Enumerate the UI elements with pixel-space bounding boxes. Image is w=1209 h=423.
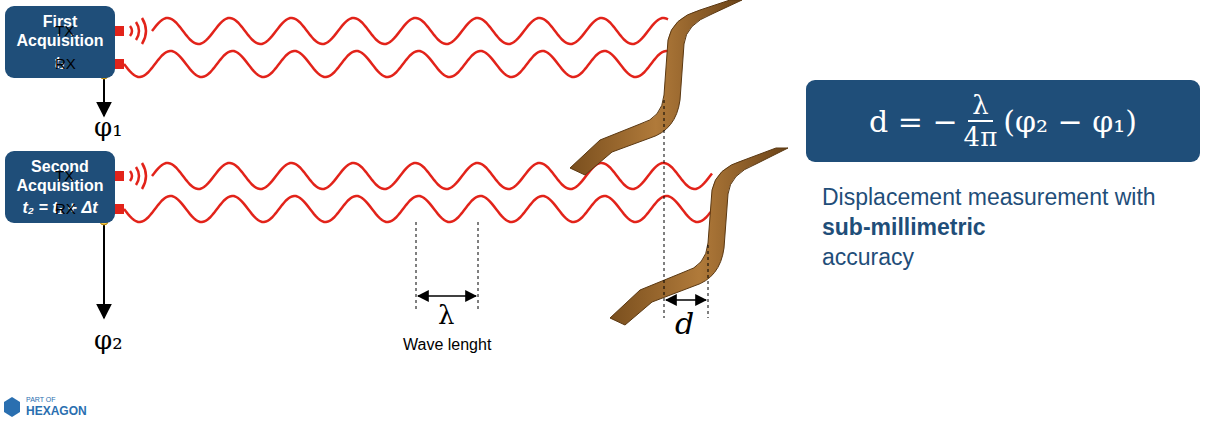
formula-box: d = −λ4π(φ₂ − φ₁) — [806, 80, 1200, 162]
denominator: 4π — [964, 122, 998, 152]
logo-text: PART OF — [26, 396, 56, 403]
formula-lhs: d = − — [869, 104, 958, 139]
accuracy-note: Displacement measurement withsub-millime… — [822, 182, 1192, 272]
wave — [152, 163, 712, 189]
wave — [124, 51, 668, 77]
wave — [152, 18, 668, 44]
wavelength-symbol: λ — [438, 300, 454, 330]
formula-rhs: (φ₂ − φ₁) — [1003, 104, 1137, 139]
note-line: Displacement measurement with — [822, 182, 1192, 212]
target-surface — [570, 0, 788, 325]
note-line: accuracy — [822, 242, 1192, 272]
wavelength-caption: Wave lenght — [403, 336, 491, 354]
numerator: λ — [968, 90, 992, 122]
rx-label: RX — [55, 55, 76, 72]
tx-label: TX — [55, 167, 74, 184]
fraction: λ4π — [964, 90, 998, 152]
wave — [124, 196, 712, 222]
rx-label: RX — [55, 200, 76, 217]
waves — [124, 18, 712, 222]
logo-text: HEXAGON — [26, 404, 87, 418]
phase-label: φ₂ — [94, 325, 123, 355]
dimension-lines — [416, 100, 708, 318]
tx-label: TX — [55, 22, 74, 39]
note-line: sub-millimetric — [822, 212, 1192, 242]
logo-mark — [4, 397, 20, 417]
displacement-symbol: d — [675, 306, 694, 341]
dimension-arrows — [418, 296, 706, 300]
emission-arcs — [130, 18, 146, 189]
phase-label: φ₁ — [94, 112, 123, 142]
